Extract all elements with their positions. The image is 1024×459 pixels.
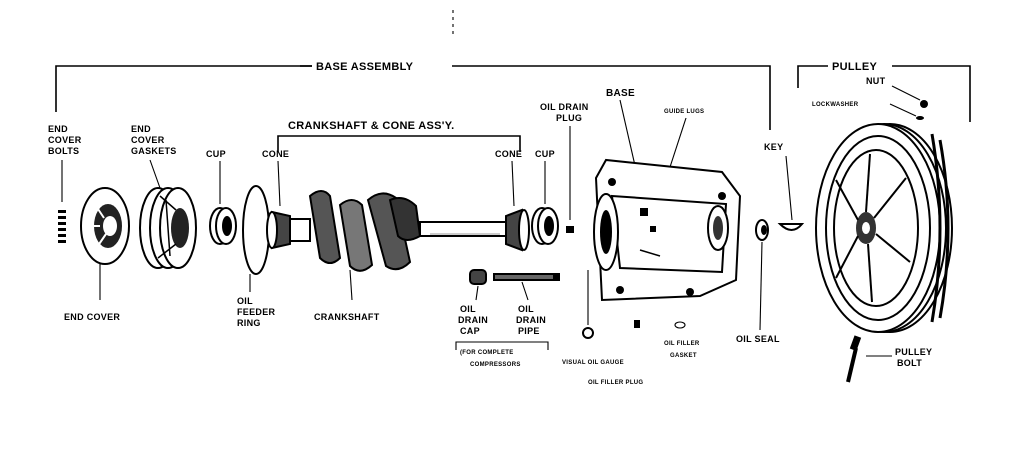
- oil-seal-label: OIL SEAL: [736, 334, 780, 344]
- svg-text:END: END: [131, 124, 151, 134]
- for-complete-compressors-label: (FOR COMPLETE COMPRESSORS: [460, 350, 521, 368]
- oil-drain-pipe: [493, 273, 560, 281]
- nut-leader: [891, 85, 921, 101]
- oil-feeder-ring: [242, 185, 270, 275]
- svg-text:RING: RING: [237, 318, 261, 328]
- cone-right: [505, 208, 530, 252]
- oil-drain-cap-leader: [475, 285, 479, 301]
- compressor-base: [593, 158, 742, 302]
- pulley-wheel: [815, 123, 953, 333]
- svg-text:BOLT: BOLT: [897, 358, 922, 368]
- pulley-label: PULLEY: [832, 61, 878, 73]
- key-part: [777, 223, 805, 231]
- oil-drain-plug-label: OIL DRAIN PLUG: [540, 102, 589, 123]
- cup-right: [531, 207, 559, 245]
- crankshaft-leader: [349, 269, 353, 301]
- lockwasher: [916, 116, 924, 120]
- lockwasher-label: LOCKWASHER: [812, 102, 859, 108]
- oil-drain-plug: [566, 226, 574, 233]
- cup-left: [209, 207, 237, 245]
- end-cover-gaskets-label: END COVER GASKETS: [131, 124, 177, 156]
- cone-right-leader: [511, 160, 515, 207]
- visual-oil-gauge: [582, 327, 594, 339]
- svg-text:DRAIN: DRAIN: [458, 315, 488, 325]
- svg-text:GASKET: GASKET: [670, 353, 697, 359]
- svg-text:CAP: CAP: [460, 326, 480, 336]
- crankshaft: [289, 190, 507, 272]
- svg-text:(FOR COMPLETE: (FOR COMPLETE: [460, 350, 514, 356]
- cone-left-label: CONE: [262, 149, 289, 159]
- oil-drain-cap: [469, 269, 487, 285]
- oil-filler-plug: [634, 320, 640, 328]
- crankshaft-cone-bracket: [277, 135, 521, 152]
- oil-drain-cap-label: OIL DRAIN CAP: [458, 304, 488, 336]
- svg-text:OIL FILLER: OIL FILLER: [664, 341, 700, 347]
- svg-text:OIL: OIL: [518, 304, 534, 314]
- oil-filler-plug-label: OIL FILLER PLUG: [588, 380, 643, 386]
- oil-seal: [755, 219, 769, 241]
- guide-lugs-label: GUIDE LUGS: [664, 109, 704, 115]
- svg-text:PIPE: PIPE: [518, 326, 540, 336]
- end-cover-bolts-label: END COVER BOLTS: [48, 124, 82, 156]
- oil-filler-gasket: [674, 321, 686, 329]
- pulley-bracket: [797, 65, 971, 122]
- base-leader: [619, 99, 637, 171]
- for-complete-bracket: [455, 341, 549, 350]
- svg-text:PULLEY: PULLEY: [895, 347, 932, 357]
- crankshaft-cone-assy-label: CRANKSHAFT & CONE ASS'Y.: [288, 120, 454, 132]
- oil-seal-leader: [759, 241, 763, 331]
- key-leader: [785, 155, 793, 221]
- pulley-bolt-label: PULLEY BOLT: [895, 347, 932, 368]
- base-assembly-label: BASE ASSEMBLY: [316, 61, 414, 73]
- svg-text:COVER: COVER: [131, 135, 165, 145]
- crankshaft-label: CRANKSHAFT: [314, 312, 380, 322]
- lockwasher-leader: [889, 103, 917, 117]
- svg-text:GASKETS: GASKETS: [131, 146, 177, 156]
- svg-text:END: END: [48, 124, 68, 134]
- svg-text:OIL: OIL: [237, 296, 253, 306]
- svg-text:DRAIN: DRAIN: [516, 315, 546, 325]
- end-cover: [80, 187, 130, 265]
- nut: [920, 100, 928, 108]
- svg-text:COVER: COVER: [48, 135, 82, 145]
- cup-right-label: CUP: [535, 149, 555, 159]
- oil-feeder-ring-label: OIL FEEDER RING: [237, 296, 276, 328]
- svg-text:FEEDER: FEEDER: [237, 307, 276, 317]
- cup-left-label: CUP: [206, 149, 226, 159]
- svg-text:BOLTS: BOLTS: [48, 146, 79, 156]
- svg-text:OIL DRAIN: OIL DRAIN: [540, 102, 589, 112]
- svg-text:PLUG: PLUG: [556, 113, 582, 123]
- visual-oil-gauge-label: VISUAL OIL GAUGE: [562, 360, 624, 366]
- cone-right-label: CONE: [495, 149, 522, 159]
- end-cover-label: END COVER: [64, 312, 120, 322]
- base-label: BASE: [606, 88, 635, 99]
- key-label: KEY: [764, 142, 783, 152]
- svg-text:OIL: OIL: [460, 304, 476, 314]
- nut-label: NUT: [866, 76, 886, 86]
- cone-left: [266, 210, 291, 250]
- svg-text:COMPRESSORS: COMPRESSORS: [470, 362, 521, 368]
- base-assembly-bracket: [55, 65, 771, 130]
- end-cover-gaskets: [139, 187, 197, 269]
- oil-drain-pipe-leader: [521, 281, 529, 301]
- end-cover-bolts: [58, 210, 66, 243]
- pulley-bolt: [846, 335, 862, 383]
- end-cover-gaskets-leader: [149, 159, 161, 189]
- cone-left-leader: [277, 160, 281, 207]
- oil-filler-gasket-label: OIL FILLER GASKET: [664, 341, 700, 359]
- oil-drain-pipe-label: OIL DRAIN PIPE: [516, 304, 546, 336]
